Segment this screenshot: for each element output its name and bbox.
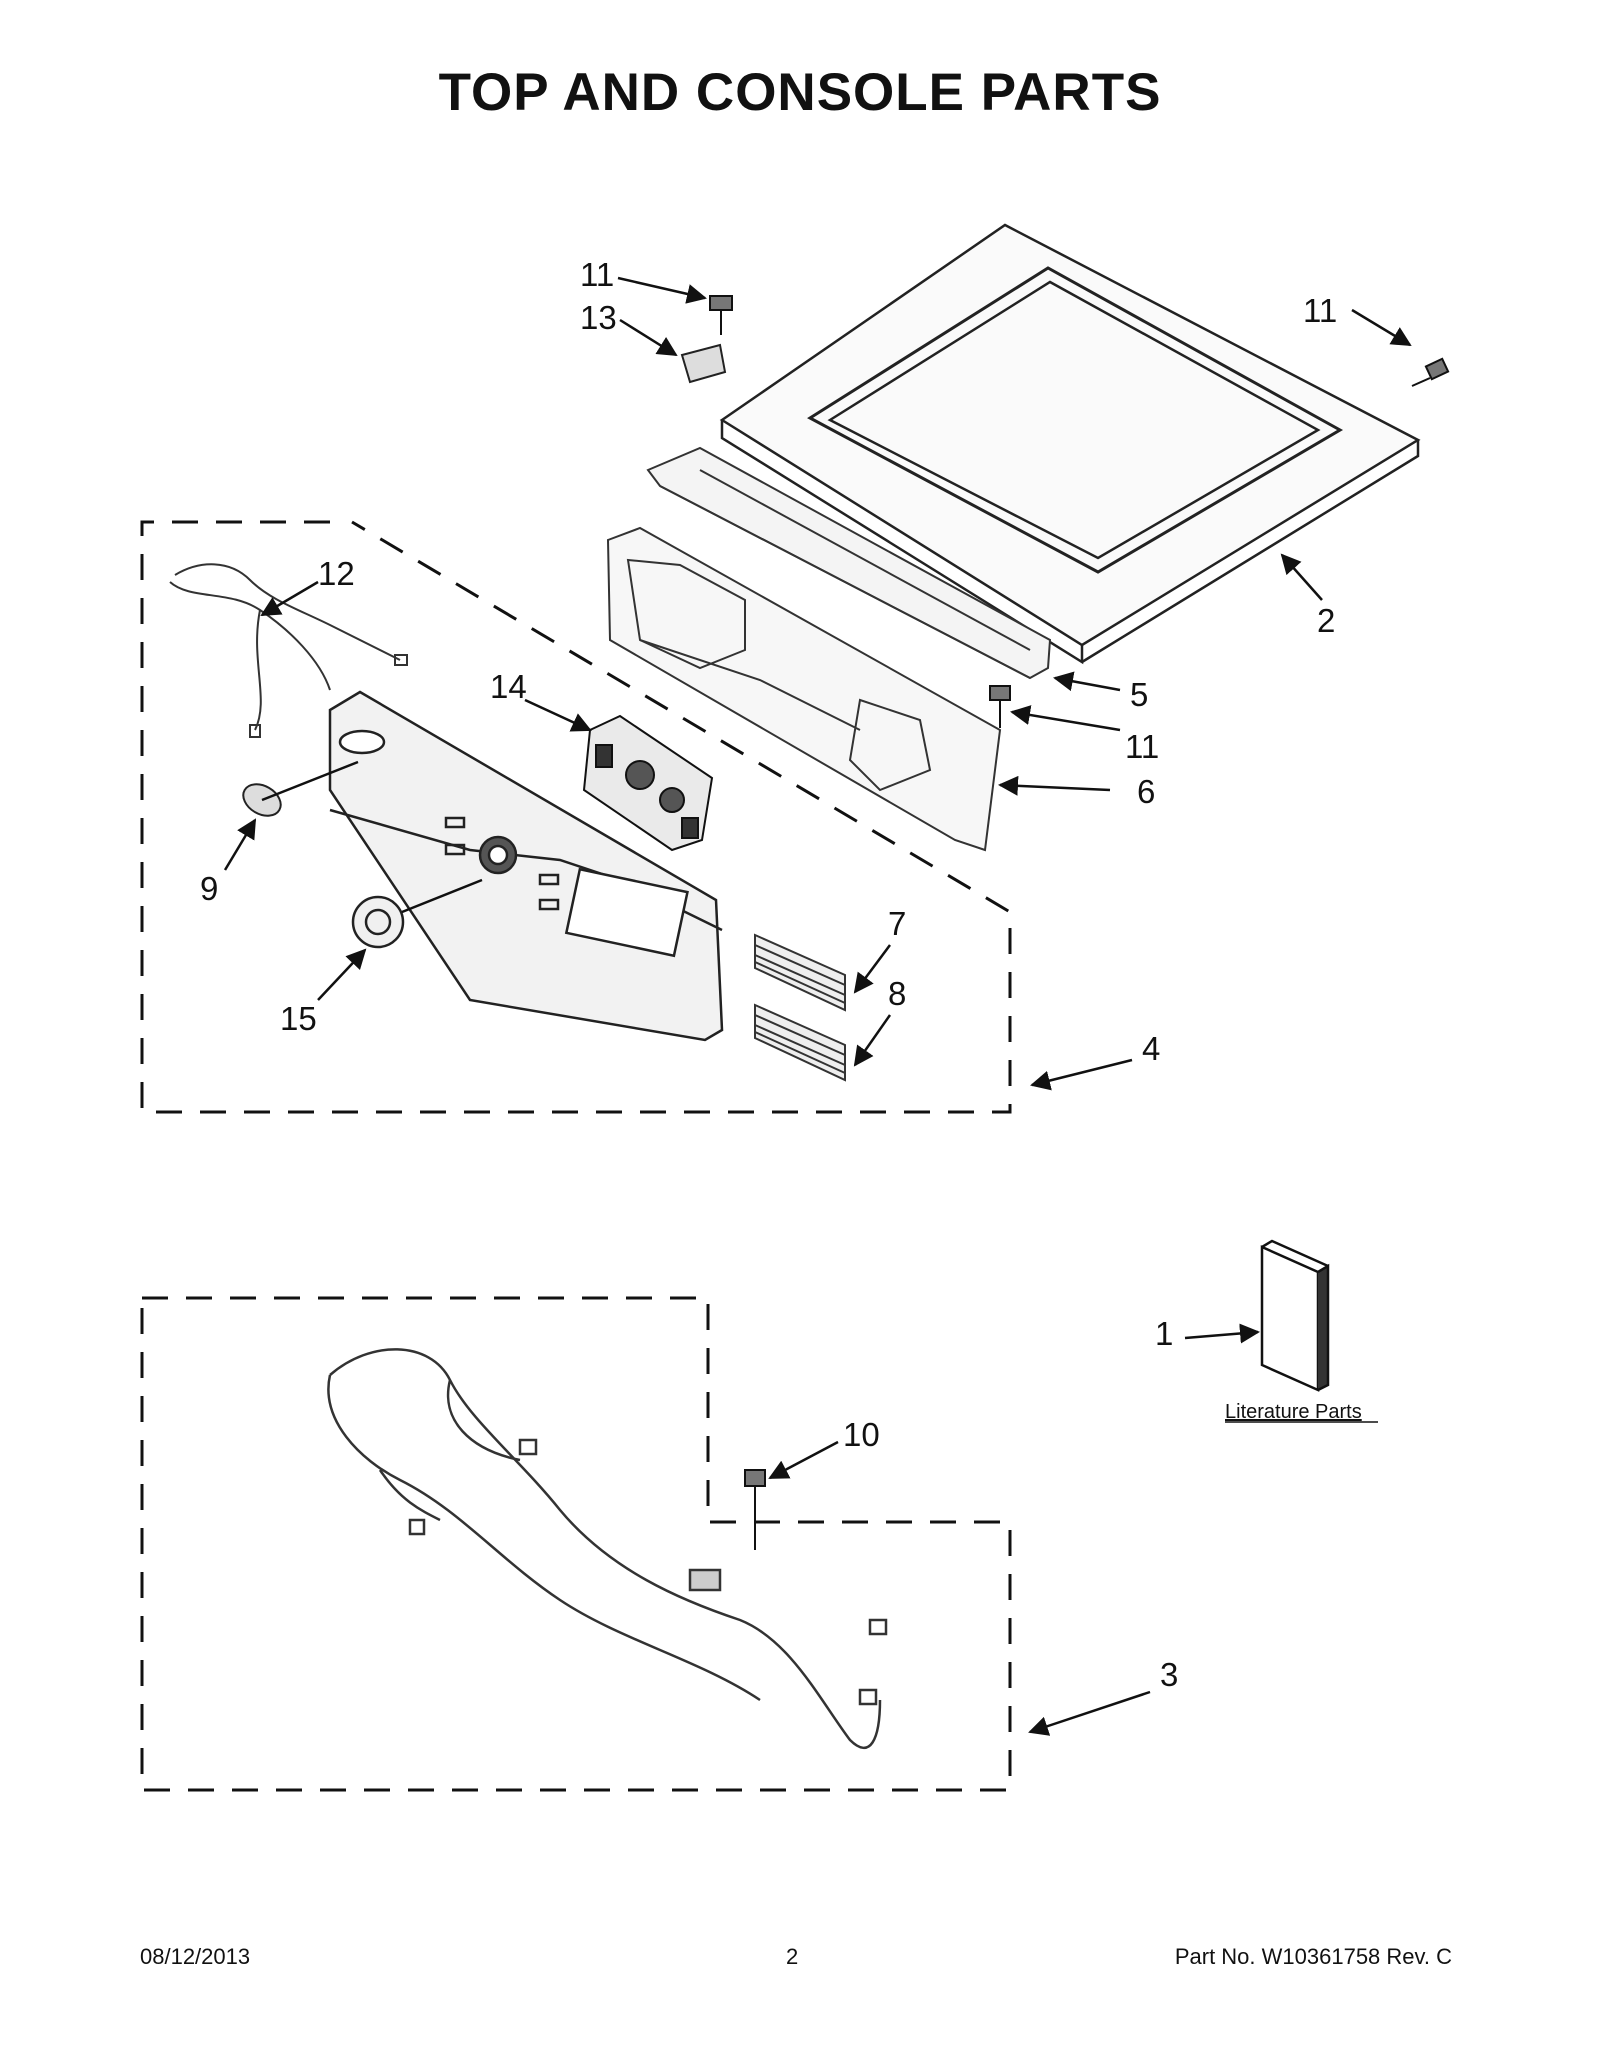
callout-12: 12 — [318, 555, 355, 592]
ribbon-cable-7-part — [754, 933, 846, 1012]
callout-6: 6 — [1137, 773, 1155, 810]
knob-part — [351, 895, 405, 949]
callout-8: 8 — [888, 975, 906, 1012]
console-panel-part — [328, 690, 724, 1042]
callout-4: 4 — [1142, 1030, 1160, 1067]
main-wire-harness-part — [327, 1348, 888, 1749]
console-assembly-boundary — [140, 520, 1012, 1114]
clip-part — [680, 343, 727, 384]
callout-11: 11 — [580, 256, 614, 293]
console-bracket-part — [646, 446, 1052, 680]
footer-page-number: 2 — [786, 1944, 799, 1969]
leader-lines — [223, 276, 1412, 1736]
literature-parts-label: Literature Parts — [1225, 1401, 1362, 1423]
screw-part — [709, 295, 733, 335]
callout-2: 2 — [1317, 602, 1335, 639]
literature-book-part — [1260, 1239, 1330, 1392]
callout-7: 7 — [888, 905, 906, 942]
screw-part — [1411, 357, 1450, 387]
control-board-part — [582, 714, 714, 852]
callout-15: 15 — [280, 1000, 317, 1037]
screw-part — [744, 1469, 766, 1550]
page-title: TOP AND CONSOLE PARTS — [438, 63, 1162, 122]
screw-part — [989, 685, 1011, 728]
footer-date: 08/12/2013 — [140, 1944, 251, 1969]
ribbon-cable-8-part — [754, 1003, 846, 1082]
callout-11: 11 — [1125, 728, 1159, 765]
callout-11: 11 — [1303, 292, 1337, 329]
console-back-panel-part — [606, 526, 1002, 852]
footer-part-number: Part No. W10361758 Rev. C — [1174, 1944, 1452, 1969]
top-panel-part — [719, 223, 1421, 665]
callout-9: 9 — [200, 870, 218, 907]
callout-14: 14 — [490, 668, 527, 705]
callout-3: 3 — [1160, 1656, 1178, 1693]
callout-1: 1 — [1155, 1315, 1173, 1352]
callout-13: 13 — [580, 299, 617, 336]
callout-5: 5 — [1130, 676, 1148, 713]
callout-10: 10 — [843, 1416, 880, 1453]
